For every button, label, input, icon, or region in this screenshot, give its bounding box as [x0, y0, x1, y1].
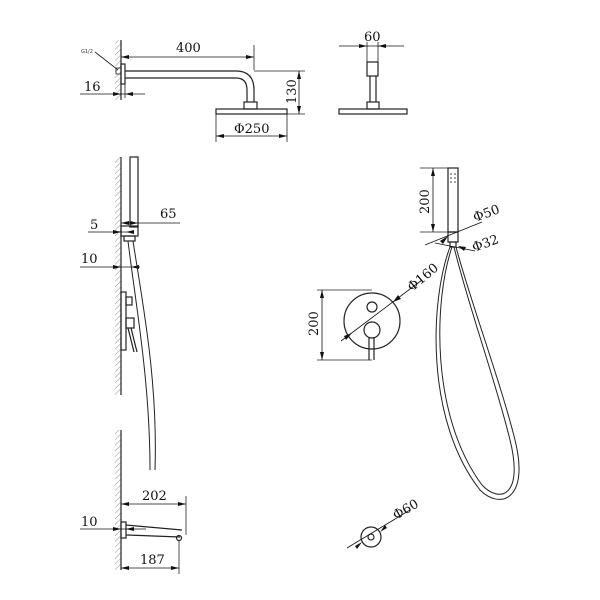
arrow-400-r	[246, 55, 254, 59]
arm-connector	[243, 101, 258, 110]
spout-bottom	[125, 534, 181, 538]
dim-60b-line	[346, 509, 411, 549]
arrow-200v-t	[320, 290, 324, 298]
lever-side	[127, 327, 135, 353]
outlet-side	[123, 235, 136, 242]
hose-side-2	[132, 240, 156, 471]
spout-front-view: Φ60	[346, 497, 422, 549]
dim-60-label: 60	[364, 30, 381, 45]
spout-front-flange	[360, 526, 382, 548]
spout-side-view: 202 10 187	[80, 489, 187, 574]
dim-10-bottom-label: 10	[81, 515, 98, 530]
shower-arm-front-view: 60	[338, 30, 408, 115]
dim-202-label: 202	[142, 489, 167, 504]
dim-250-label: Φ250	[234, 122, 269, 137]
arrow-10b-l	[113, 527, 121, 531]
arm-flange	[120, 63, 126, 85]
diverter-knob-side	[125, 296, 133, 306]
arrow-32	[458, 246, 466, 251]
arrow-130-b	[297, 106, 301, 114]
dim-160-label: Φ160	[405, 261, 442, 295]
front-connector	[366, 101, 380, 110]
dim-32-line	[434, 242, 476, 252]
arrow-10t-l	[113, 265, 121, 269]
arrow-160-l	[344, 333, 352, 340]
hose-loop-inner	[439, 246, 515, 495]
hose-loop-outer	[435, 246, 520, 500]
arrow-60b-l	[355, 542, 362, 549]
valve-plate-side	[120, 291, 127, 351]
arm-bend-outer	[235, 70, 255, 102]
dim-65-label: 65	[160, 207, 177, 222]
arrow-130-t	[297, 71, 301, 79]
dim-160-line	[340, 279, 423, 342]
dim-16-label: 16	[84, 80, 101, 95]
arrow-16-r	[125, 92, 133, 96]
spray-dots	[450, 173, 456, 183]
arrow-202-l	[121, 502, 129, 506]
arrow-187-r	[171, 566, 179, 570]
spout-front-outlet	[367, 533, 375, 541]
spout-outlet	[175, 534, 183, 542]
front-flange	[366, 61, 379, 77]
dim-200h-label: 200	[418, 189, 433, 214]
mixer-knob-front	[363, 321, 381, 339]
arrow-187-l	[121, 566, 129, 570]
dim-130-label: 130	[285, 79, 300, 104]
dim-10-top-label: 10	[81, 252, 98, 267]
dim-5-label: 5	[90, 218, 98, 233]
wall-hatch-mid	[115, 157, 121, 395]
lever-side-2	[130, 327, 138, 353]
spout-top	[125, 524, 183, 531]
thread-nipple	[115, 67, 122, 75]
arrow-202-r	[178, 502, 186, 506]
arrow-160-r	[393, 295, 401, 302]
arm-bend-inner	[235, 77, 248, 102]
arrow-200h-t	[431, 168, 435, 176]
hand-shower-front-view: 200 Φ50 Φ32	[418, 167, 520, 500]
arrow-250-r	[279, 134, 287, 138]
wall-hatch-low	[115, 430, 121, 570]
arrow-65-r	[130, 221, 138, 225]
dim-400-label: 400	[176, 41, 201, 56]
hose-side-1	[127, 240, 151, 471]
front-head	[338, 108, 408, 115]
thread-leader	[94, 51, 119, 71]
shower-arm-side-view: G1/2 400 16 130 Φ250	[80, 40, 305, 142]
valve-plate-front	[343, 292, 401, 350]
spout-flange	[120, 521, 127, 539]
dim-200v-label: 200	[307, 311, 322, 336]
arrow-400-l	[121, 55, 129, 59]
arrow-60b-r	[380, 525, 387, 532]
dim-187-label: 187	[140, 553, 165, 568]
dim-50-label: Φ50	[471, 202, 502, 225]
shower-head-side	[215, 108, 288, 115]
thread-label: G1/2	[81, 49, 93, 55]
arrow-50	[440, 236, 448, 244]
arrow-16-l	[113, 92, 121, 96]
arrow-200h-b	[431, 224, 435, 232]
arrow-60-l	[359, 44, 367, 48]
arrow-200v-b	[320, 352, 324, 360]
dim-50-line	[424, 221, 483, 246]
arrow-250-l	[216, 134, 224, 138]
arrow-65-l	[121, 221, 129, 225]
dim-60b-label: Φ60	[391, 497, 422, 524]
hand-shower-side	[129, 156, 139, 228]
valve-front-view: Φ160 200	[307, 261, 442, 361]
diverter-knob-front	[366, 301, 378, 313]
mixer-body-side	[125, 317, 135, 329]
dim-32-label: Φ32	[470, 232, 501, 255]
arrow-10b-r	[126, 527, 134, 531]
arrow-5-l	[113, 230, 121, 234]
hand-shower-body	[447, 167, 459, 233]
valve-side-view: 65 5 10	[80, 156, 180, 570]
arrow-5-r	[126, 230, 134, 234]
arrow-60-r	[378, 44, 386, 48]
